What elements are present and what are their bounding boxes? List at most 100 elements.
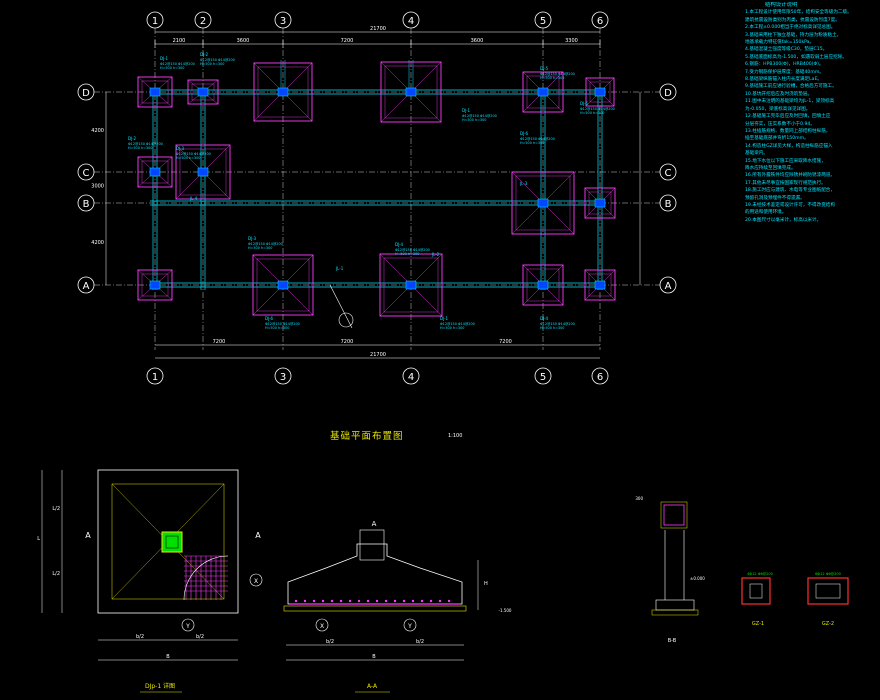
section-pointer xyxy=(329,284,353,329)
column xyxy=(405,280,417,290)
axis-label-bottom: 4 xyxy=(408,372,414,383)
isolated-footing xyxy=(137,269,173,301)
footing-tag: DJ-1 xyxy=(160,56,169,61)
footing-step xyxy=(515,175,571,231)
axis-label-left: B xyxy=(83,199,90,210)
footing-outline xyxy=(252,254,314,316)
footing-outline xyxy=(137,76,173,108)
footing-step xyxy=(526,268,560,302)
gz2-core xyxy=(815,583,841,599)
rebar-marker-label: Y xyxy=(185,623,190,630)
column xyxy=(405,87,417,97)
isolated-footing xyxy=(584,187,616,219)
footing-step xyxy=(141,80,169,104)
rebar-dot xyxy=(411,599,415,603)
blinding-layer xyxy=(283,605,467,612)
dim: b/2 xyxy=(326,639,334,645)
axis-label-top: 6 xyxy=(597,16,603,27)
dim-left: 3000 xyxy=(91,184,104,190)
note-line: 分层夯实，压实系数不小于0.94。 xyxy=(745,121,815,127)
beam-label: JL-4 xyxy=(189,196,198,201)
rebar-dot xyxy=(366,599,370,603)
beam-label: JL-2 xyxy=(431,252,440,257)
plan-scale: 1:100 xyxy=(448,433,463,439)
footing-tag: DJ-3 xyxy=(176,146,185,151)
footing-outline xyxy=(522,264,564,306)
axis-bubble-bottom xyxy=(591,367,609,385)
rebar-dot xyxy=(330,599,334,603)
footing-step xyxy=(384,65,438,119)
isolated-footing xyxy=(252,254,314,316)
footing-tag: DJ-5 xyxy=(580,101,589,106)
dim-left: 4200 xyxy=(91,128,104,134)
rebar-spec: H=500 h=300 xyxy=(520,141,544,145)
footing-outline xyxy=(253,62,313,122)
rebar-spec: H=500 h=300 xyxy=(462,118,486,122)
rebar-spec: H=500 h=300 xyxy=(395,252,419,256)
rebar-spec: H=500 h=300 xyxy=(200,62,224,66)
axis-label-top: 4 xyxy=(408,16,414,27)
axis-label-right: D xyxy=(664,88,672,99)
axis-bubble-bottom xyxy=(146,367,164,385)
dim: 300 xyxy=(635,496,643,501)
isolated-footing xyxy=(253,62,313,122)
blinding-layer xyxy=(651,609,699,616)
footing-tag: DJ-5 xyxy=(540,66,549,71)
rebar-dot xyxy=(321,599,325,603)
footing-outline xyxy=(97,469,239,614)
rebar-marker xyxy=(403,618,417,632)
axis-label-bottom: 1 xyxy=(152,372,158,383)
note-line: 13.柱插筋规格、数量同上部结构柱纵筋， xyxy=(745,128,831,134)
footing-outline xyxy=(137,156,173,188)
footing-tag: DJ-1 xyxy=(462,108,471,113)
footing-step xyxy=(179,148,227,196)
footing-step xyxy=(141,273,169,297)
note-line: 9.基础施工前应进行验槽，合格后方可施工。 xyxy=(745,84,837,90)
column xyxy=(277,87,289,97)
dim: b/2 xyxy=(196,634,204,640)
beam-label: JL-3 xyxy=(519,181,528,186)
footing-tag: DJ-3 xyxy=(248,236,257,241)
dim-left: 4200 xyxy=(91,240,104,246)
note-line: 20.本图尺寸以毫米计，标高以米计。 xyxy=(745,217,822,223)
rebar-dot xyxy=(375,599,379,603)
dim-total: 21700 xyxy=(370,26,386,32)
axis-label-bottom: 3 xyxy=(280,372,286,383)
note-line: 基础梁内。 xyxy=(745,151,768,157)
footing-step xyxy=(588,273,612,297)
isolated-footing xyxy=(511,171,575,235)
axis-bubble-bottom xyxy=(274,367,292,385)
footing-step xyxy=(257,66,309,118)
rebar-spec: Φ12@150 Φ14@200 xyxy=(440,322,475,326)
note-line: 16.所有外露铁件均应除锈并刷防锈漆两道。 xyxy=(745,173,835,179)
note-line: 5.基础底面标高为-1.500，如遇软弱土层应挖除。 xyxy=(745,54,847,60)
rebar-dot xyxy=(357,599,361,603)
footing-tag: DJ-4 xyxy=(540,316,549,321)
axis-label-bottom: 5 xyxy=(540,372,546,383)
axis-label-right: B xyxy=(665,199,672,210)
note-line: 建筑抗震设防类别为丙类，抗震设防烈度7度。 xyxy=(745,17,840,23)
rebar-spec: Φ12@150 Φ14@200 xyxy=(540,322,575,326)
isolated-footing xyxy=(379,253,443,317)
rebar-dot xyxy=(348,599,352,603)
footing-outline xyxy=(137,269,173,301)
cut-arc xyxy=(183,555,229,601)
footing-outline xyxy=(379,253,443,317)
rebar-dot xyxy=(384,599,388,603)
rebar-dot xyxy=(438,599,442,603)
rebar-spec: Φ12@150 Φ14@200 xyxy=(540,72,575,76)
dim: L/2 xyxy=(52,506,60,512)
note-line: 插至基础底部并弯折150mm。 xyxy=(745,136,809,142)
rebar-spec: Φ12@150 Φ14@200 xyxy=(580,107,615,111)
section-marker: A xyxy=(255,531,261,540)
gz1-section xyxy=(741,577,771,605)
note-line: 3.基础采用柱下独立基础，持力层为粉质粘土， xyxy=(745,32,842,38)
rebar-spec: H=500 h=300 xyxy=(580,111,604,115)
isolated-footing xyxy=(137,156,173,188)
rebar-spec: Φ12@150 Φ14@200 xyxy=(462,114,497,118)
rebar-marker xyxy=(315,618,329,632)
detail-title: A-A xyxy=(367,683,378,690)
footing-step xyxy=(256,258,310,312)
